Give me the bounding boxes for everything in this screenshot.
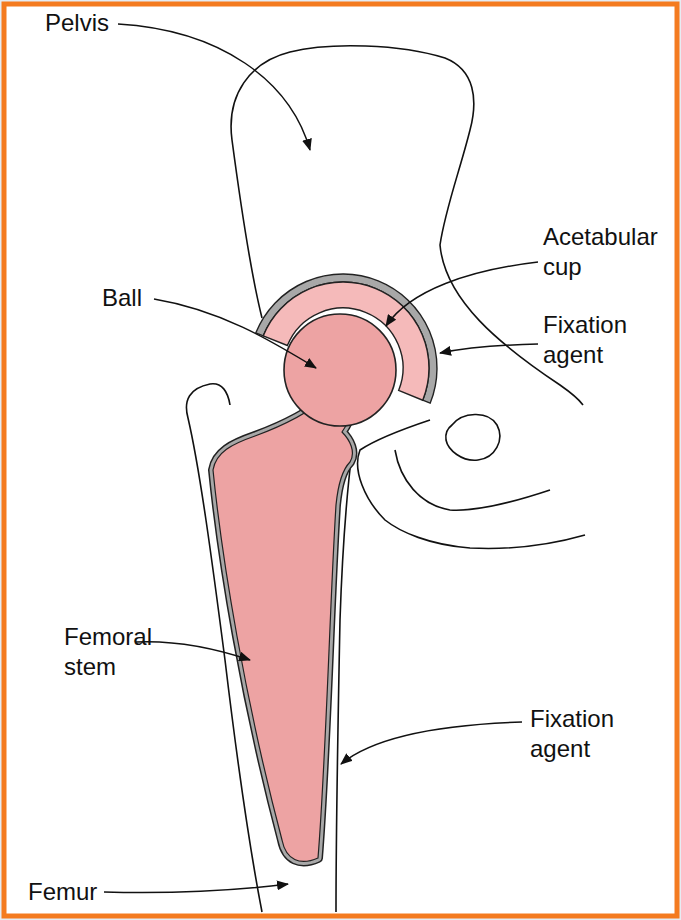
part-label: Fixation agent xyxy=(543,310,663,370)
ischium-outline xyxy=(395,450,550,510)
part-label: Femoral stem xyxy=(64,622,172,682)
part-label: Fixation agent xyxy=(530,704,650,764)
obturator-foramen xyxy=(446,414,500,460)
acetabular-cup xyxy=(256,246,466,404)
part-label: Pelvis xyxy=(45,8,165,38)
part-label: Ball xyxy=(102,283,182,313)
frame xyxy=(4,4,677,916)
leader-lines xyxy=(104,24,538,893)
part-label: Acetabular cup xyxy=(543,222,671,282)
pelvis-lower-outline xyxy=(358,420,585,548)
femoral-stem xyxy=(213,395,352,861)
ball xyxy=(284,314,396,426)
part-label: Femur xyxy=(28,877,128,907)
